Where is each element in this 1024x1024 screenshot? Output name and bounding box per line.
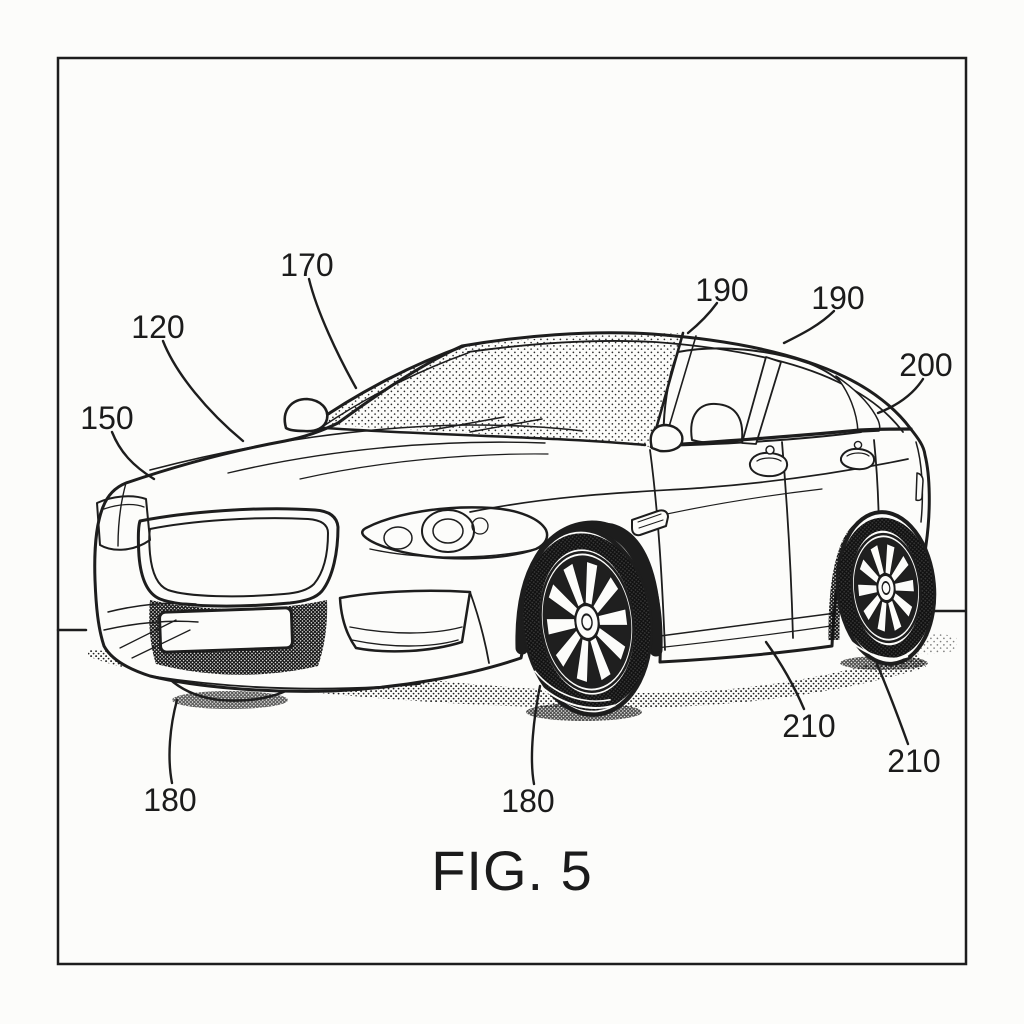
leader-190b: [782, 309, 836, 345]
leader-190a: [686, 301, 719, 335]
ref-label-200: 200: [899, 347, 952, 383]
front-grille: [136, 507, 340, 608]
headlight-left: [96, 495, 151, 551]
rear-wheel: [835, 510, 937, 666]
beltline-sill: [654, 427, 913, 448]
headlight-right: [361, 506, 549, 560]
b-pillar: [741, 356, 782, 445]
leader-150: [110, 430, 156, 481]
c-pillar: [835, 375, 881, 433]
ref-label-180a: 180: [143, 782, 196, 818]
car-body: [93, 331, 931, 693]
windshield-glass: [312, 333, 683, 447]
roof-inner-line: [467, 340, 904, 433]
ref-label-190b: 190: [811, 280, 864, 316]
leader-210b: [875, 662, 910, 746]
fender-vent: [631, 509, 669, 537]
figure-frame: [56, 56, 968, 966]
leader-200: [876, 377, 925, 415]
passenger-mirror: [649, 423, 684, 453]
leader-180a: [168, 698, 179, 785]
cowl-line: [308, 425, 647, 447]
leader-180b: [530, 684, 542, 786]
door-handle-rear: [839, 440, 876, 471]
leader-210a: [764, 640, 806, 711]
ref-label-120: 120: [131, 309, 184, 345]
front-wheel: [521, 527, 653, 717]
front-wheel-spokes: [542, 555, 632, 689]
license-plate: [158, 606, 294, 654]
ref-label-210b: 210: [887, 743, 940, 779]
ref-label-170: 170: [280, 247, 333, 283]
figure-caption: FIG. 5: [431, 839, 593, 902]
fog-intake: [338, 589, 472, 653]
leader-170: [307, 277, 358, 390]
driver-mirror: [283, 397, 329, 433]
a-pillar-left: [310, 344, 469, 428]
ref-label-210a: 210: [782, 708, 835, 744]
trunk-taillight: [915, 441, 924, 523]
wipers: [431, 416, 543, 433]
ref-label-180b: 180: [501, 783, 554, 819]
rear-wheel-spokes: [853, 537, 919, 639]
grille-mesh: [148, 517, 329, 598]
leader-lines: [110, 277, 925, 786]
door-handle-front: [748, 445, 789, 478]
ref-label-150: 150: [80, 400, 133, 436]
bumper-corner-lines: [103, 591, 490, 690]
leader-120: [161, 339, 245, 443]
ref-label-190a: 190: [695, 272, 748, 308]
reference-numerals: 150 120 170 190 190 200 210 210 180 180: [80, 247, 952, 819]
